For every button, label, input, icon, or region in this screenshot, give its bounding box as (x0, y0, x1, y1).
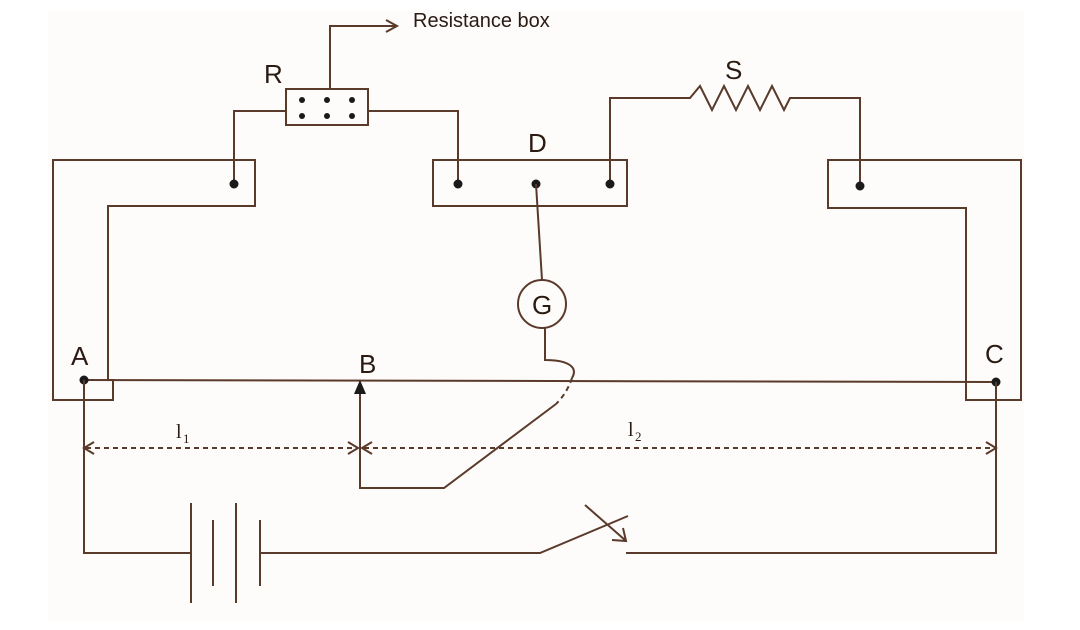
label-l2: l (628, 419, 634, 441)
right-copper-strip (827, 159, 1022, 401)
length-l2-arrow-left (360, 441, 373, 455)
diagram-background (48, 10, 1024, 622)
label-l2-subscript: 2 (635, 429, 642, 444)
label-b: B (359, 349, 376, 379)
label-r: R (264, 59, 283, 89)
label-a: A (71, 341, 89, 371)
wire-r-left (233, 110, 286, 184)
label-d: D (528, 128, 547, 158)
terminal-left-strip (229, 179, 239, 189)
wire-r-right (368, 110, 459, 184)
terminal-d-left (453, 179, 463, 189)
wire-d-to-galvanometer (535, 183, 543, 281)
resistance-box-pointer (329, 25, 395, 89)
terminal-right-strip (855, 181, 865, 191)
bridge-wire (83, 379, 997, 383)
wire-galvanometer-jockey-hidden (555, 377, 573, 405)
resistance-box-label: Resistance box (413, 10, 550, 32)
label-l1: l (176, 421, 182, 443)
resistance-box-pointer-arrowhead (385, 19, 400, 33)
wire-key-to-c (626, 382, 997, 554)
galvanometer (517, 279, 567, 329)
label-c: C (985, 339, 1004, 369)
middle-copper-strip (432, 159, 628, 207)
wire-battery-to-key (260, 515, 629, 554)
terminal-d-right (605, 179, 615, 189)
label-s: S (725, 55, 742, 85)
resistance-box (285, 88, 369, 126)
key-arrow (584, 504, 628, 543)
length-l1-arrow-right (347, 441, 360, 455)
wire-a-to-battery (83, 380, 191, 554)
label-l1-subscript: 1 (183, 431, 190, 446)
wire-galvanometer-jockey-upper (544, 328, 575, 379)
resistance-box-plugs (299, 97, 355, 119)
label-g: G (532, 290, 552, 320)
wire-galvanometer-jockey-lower (359, 392, 557, 489)
jockey-arrowhead (354, 380, 366, 394)
resistor-s (609, 83, 861, 186)
